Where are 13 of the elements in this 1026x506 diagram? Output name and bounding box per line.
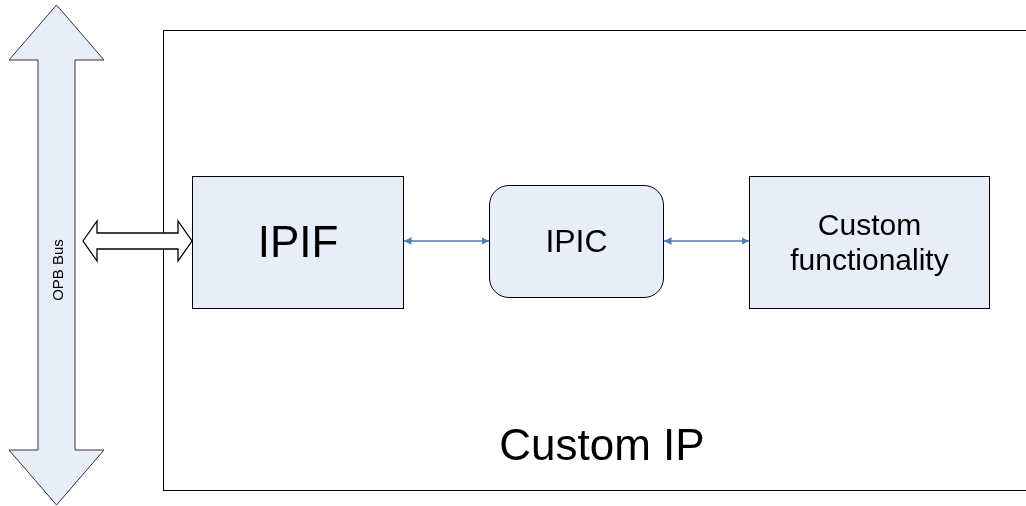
bus-double-arrow	[8, 5, 105, 505]
frame-title: Custom IP	[498, 423, 706, 467]
rounded-block	[489, 185, 664, 298]
block-label: IPIF	[256, 217, 340, 268]
bus-connection-arrow	[82, 218, 193, 264]
component-frame	[163, 30, 1026, 491]
block-label: IPIC	[544, 223, 609, 260]
arrow	[663, 237, 750, 245]
arrow	[403, 237, 490, 245]
bus-label: OPB Bus	[48, 239, 65, 301]
block-label: Custom functionality	[789, 208, 950, 277]
block	[192, 176, 404, 309]
block	[749, 176, 990, 309]
